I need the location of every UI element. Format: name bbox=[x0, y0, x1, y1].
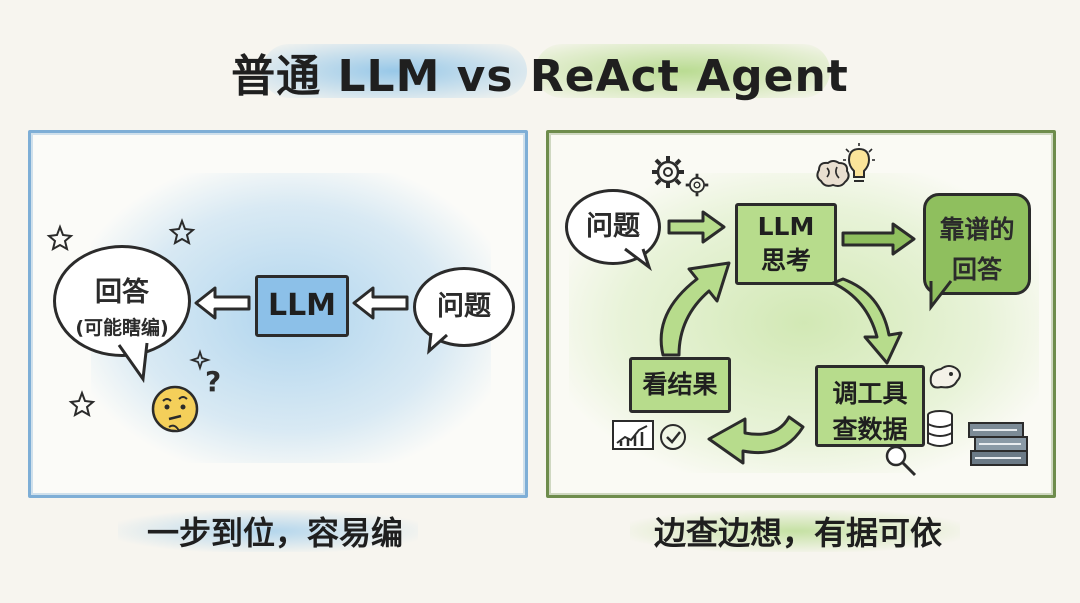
answer-label: 回答 bbox=[95, 277, 149, 308]
title-highlight-green bbox=[535, 44, 830, 98]
title-highlight-blue bbox=[262, 44, 527, 98]
magnifier-icon bbox=[885, 445, 917, 477]
page-title: 普通 LLM vs ReAct Agent bbox=[231, 51, 849, 102]
think-label-llm: LLM bbox=[757, 212, 815, 241]
react-agent-panel: 问题 LLM 思考 靠谱的 回答 调工具 查数据 bbox=[546, 130, 1056, 498]
bubble-tail bbox=[427, 332, 448, 355]
left-arrow-icon bbox=[194, 286, 251, 320]
thinking-face-icon bbox=[151, 385, 199, 433]
curved-arrow-icon bbox=[831, 277, 903, 365]
caption-highlight-blue bbox=[118, 510, 418, 552]
checkmark-icon bbox=[660, 424, 686, 450]
tool-label-2: 查数据 bbox=[832, 415, 908, 444]
answer-bubble: 回答 (可能瞎编) bbox=[53, 245, 191, 357]
question-mark-icon: ? bbox=[205, 365, 222, 398]
observe-result-box: 看结果 bbox=[629, 357, 731, 413]
line-chart-icon bbox=[612, 420, 654, 450]
reliable-answer-label: 靠谱的 bbox=[939, 215, 1015, 244]
sparkle-icon bbox=[189, 349, 211, 371]
gear-icon bbox=[685, 173, 709, 197]
left-arrow-icon bbox=[352, 286, 409, 320]
observe-label: 看结果 bbox=[642, 370, 718, 399]
books-icon bbox=[968, 422, 1028, 466]
question-label: 问题 bbox=[586, 211, 640, 242]
tool-label: 调工具 bbox=[832, 379, 908, 408]
caption-highlight-green bbox=[630, 510, 960, 552]
lightbulb-icon bbox=[843, 143, 875, 182]
right-arrow-icon bbox=[667, 210, 726, 244]
star-icon bbox=[168, 218, 196, 246]
curved-arrow-icon bbox=[659, 261, 731, 357]
bubble-tail bbox=[624, 247, 652, 272]
star-icon bbox=[68, 390, 96, 418]
plain-llm-panel: 回答 (可能瞎编) ? LLM 问题 bbox=[28, 130, 528, 498]
right-arrow-icon bbox=[841, 222, 916, 256]
react-agent-caption: 边查边想，有据可依 bbox=[653, 514, 942, 552]
llm-think-box: LLM 思考 bbox=[735, 203, 837, 285]
think-label: 思考 bbox=[760, 246, 811, 275]
reliable-answer-label-2: 回答 bbox=[951, 255, 1002, 284]
call-tool-box: 调工具 查数据 bbox=[815, 365, 925, 447]
gear-icon bbox=[652, 156, 684, 188]
bubble-tail bbox=[117, 342, 149, 384]
question-label: 问题 bbox=[437, 291, 491, 322]
question-bubble: 问题 bbox=[413, 267, 515, 347]
reliable-answer-bubble: 靠谱的 回答 bbox=[923, 193, 1031, 295]
plain-llm-caption: 一步到位，容易编 bbox=[146, 514, 403, 552]
question-bubble: 问题 bbox=[565, 189, 661, 265]
creature-icon bbox=[929, 365, 961, 389]
brain-icon bbox=[816, 160, 850, 187]
star-icon bbox=[46, 224, 74, 252]
answer-note: (可能瞎编) bbox=[75, 317, 169, 339]
llm-box: LLM bbox=[255, 275, 349, 337]
llm-label: LLM bbox=[267, 288, 337, 323]
bubble-tail bbox=[929, 280, 953, 312]
curved-arrow-icon bbox=[707, 415, 805, 465]
database-icon bbox=[927, 410, 953, 447]
